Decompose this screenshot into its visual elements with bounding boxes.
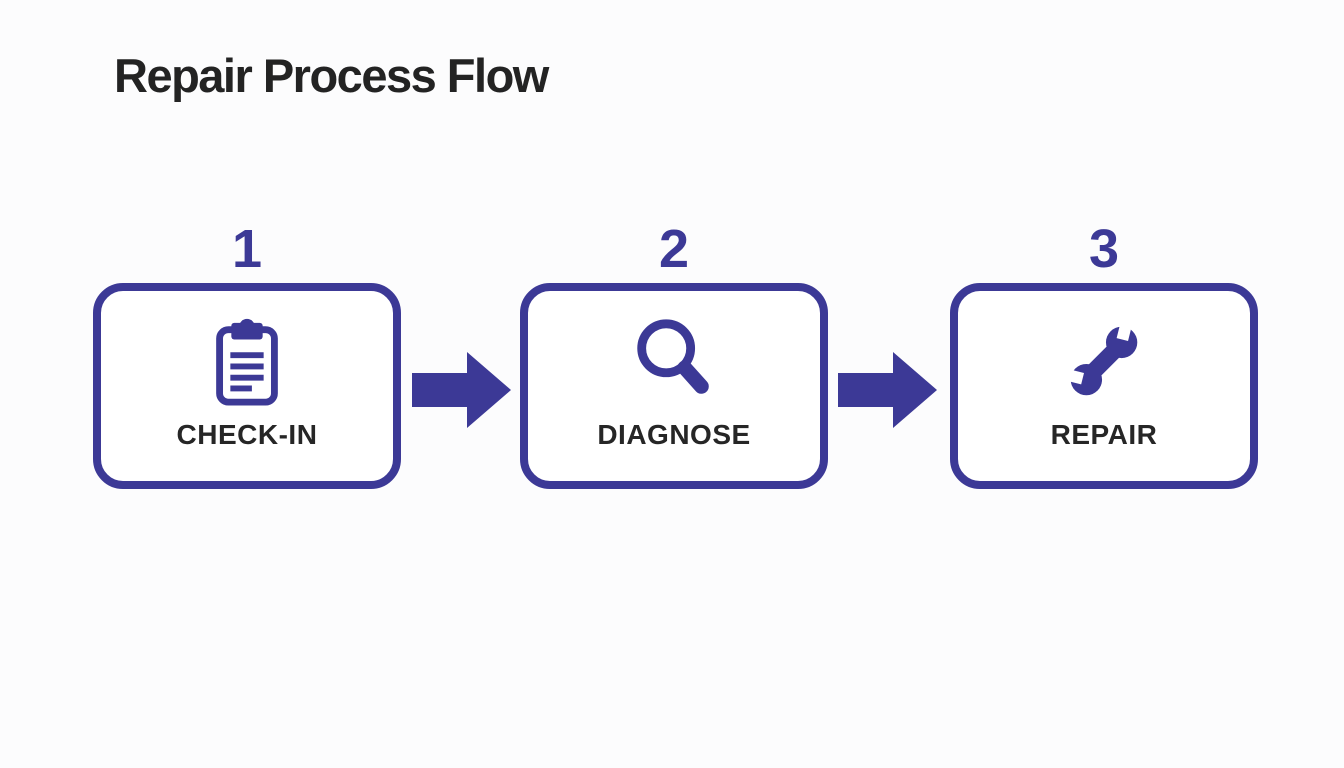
step-box: CHECK-IN [93, 283, 401, 489]
step-label: CHECK-IN [176, 419, 318, 450]
step-number: 2 [658, 219, 690, 279]
arrow-right-icon [838, 352, 937, 428]
arrow-right-icon [412, 352, 511, 428]
step-number: 1 [231, 219, 263, 279]
step-box: REPAIR [950, 283, 1258, 489]
step-label: REPAIR [1050, 419, 1158, 450]
step-diagnose: 2 DIAGNOSE [520, 220, 828, 489]
step-repair: 3 REPAIR [950, 220, 1258, 489]
page-title: Repair Process Flow [114, 49, 549, 102]
step-check-in: 1 CHECK-IN [93, 220, 401, 489]
step-box: DIAGNOSE [520, 283, 828, 489]
step-label: DIAGNOSE [597, 419, 751, 450]
wrench-icon [1056, 313, 1152, 409]
magnifier-icon [626, 313, 722, 409]
clipboard-icon [199, 313, 295, 409]
step-number: 3 [1088, 219, 1120, 279]
